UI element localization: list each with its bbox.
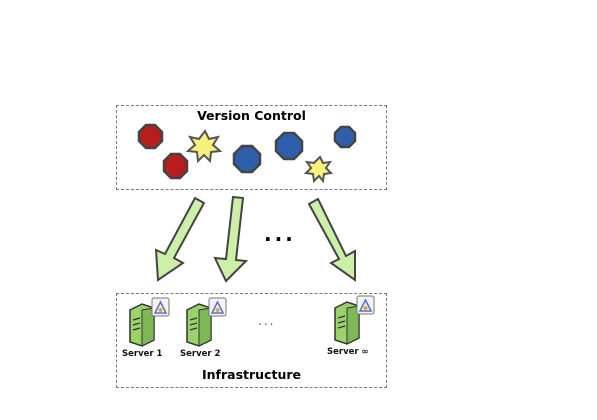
blue-octagon-3-icon — [333, 125, 357, 149]
yellow-star-1-icon — [185, 129, 223, 164]
arrow-to-server-2 — [213, 195, 249, 283]
server-2-badge-icon — [208, 297, 227, 317]
server-1-label: Server 1 — [122, 349, 163, 359]
arrow-to-server-1 — [154, 196, 206, 282]
server-1 — [129, 297, 170, 347]
infrastructure-title: Infrastructure — [202, 367, 301, 382]
blue-octagon-2-icon — [274, 131, 304, 161]
arrow-to-server-infinity — [307, 197, 356, 282]
server-infinity — [334, 295, 375, 345]
yellow-star-2-icon — [303, 155, 334, 184]
server-1-badge-icon — [151, 297, 170, 317]
blue-octagon-1-icon — [232, 144, 262, 174]
server-2 — [186, 297, 227, 347]
server-infinity-label: Server ∞ — [327, 347, 369, 357]
server-2-label: Server 2 — [180, 349, 221, 359]
version-control-title: Version Control — [197, 108, 306, 123]
ellipsis-arrows: ... — [264, 222, 296, 246]
red-octagon-1-icon — [137, 123, 164, 150]
ellipsis-servers: ... — [258, 314, 276, 328]
red-octagon-2-icon — [162, 152, 189, 180]
server-infinity-badge-icon — [356, 295, 375, 315]
